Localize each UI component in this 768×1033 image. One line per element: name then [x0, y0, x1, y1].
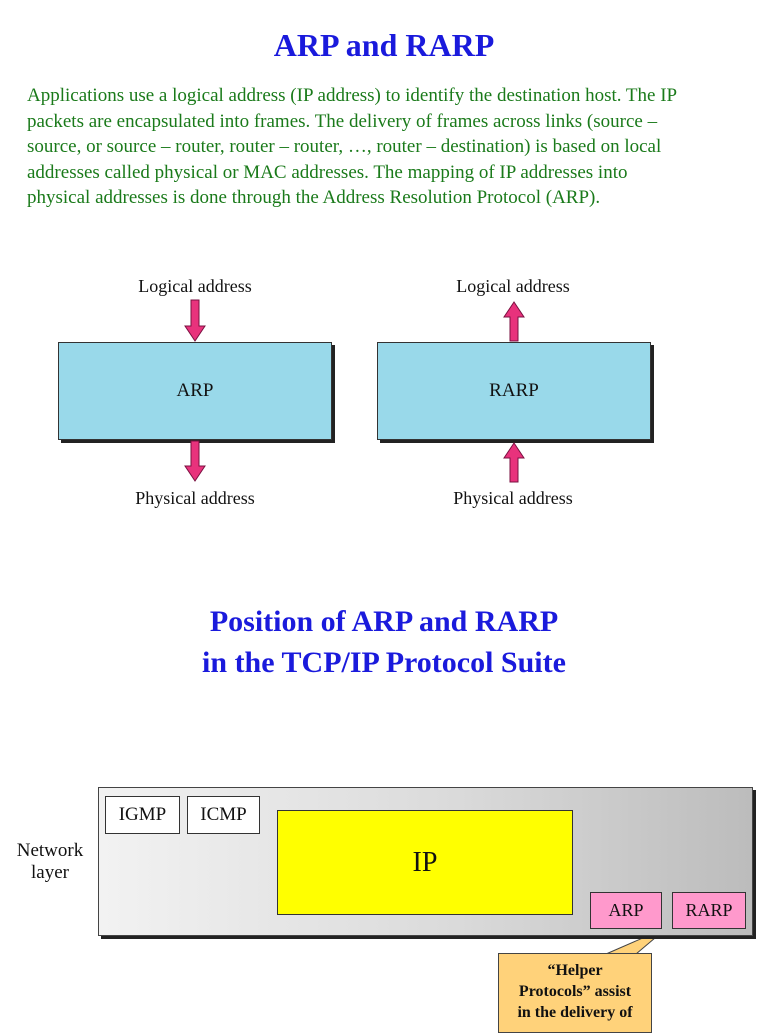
arrow-down-icon [184, 299, 206, 342]
arp-helper-label: ARP [608, 900, 644, 920]
arrow-up-icon [503, 442, 525, 483]
arp-box: ARP [58, 342, 332, 440]
arrow-up-icon [503, 301, 525, 342]
intro-line: addresses called physical or MAC address… [27, 161, 628, 183]
section-subtitle: Position of ARP and RARP in the TCP/IP P… [0, 601, 768, 683]
intro-line: Applications use a logical address (IP a… [27, 85, 678, 106]
igmp-box: IGMP [105, 796, 180, 834]
icmp-box: ICMP [187, 796, 260, 834]
network-layer-label: Network layer [6, 840, 94, 884]
icmp-label: ICMP [200, 804, 247, 825]
rarp-box-label: RARP [489, 380, 539, 401]
subtitle-line: in the TCP/IP Protocol Suite [202, 646, 566, 679]
callout-line: “Helper [547, 962, 603, 979]
igmp-label: IGMP [118, 804, 167, 825]
network-layer-label-line: Network [16, 840, 84, 861]
ip-box: IP [277, 810, 573, 915]
rarp-helper-box: RARP [672, 892, 746, 929]
intro-paragraph: Applications use a logical address (IP a… [27, 83, 763, 211]
intro-line: packets are encapsulated into frames. Th… [27, 110, 658, 132]
ip-label: IP [412, 846, 438, 878]
helper-protocols-callout: “Helper Protocols” assist in the deliver… [498, 953, 652, 1033]
arp-physical-address-label: Physical address [135, 488, 255, 508]
rarp-helper-label: RARP [685, 900, 733, 920]
page-title: ARP and RARP [273, 27, 495, 63]
subtitle-line: Position of ARP and RARP [209, 605, 559, 638]
callout-line: Protocols” assist [518, 983, 632, 1000]
arp-logical-address-label: Logical address [138, 276, 252, 296]
intro-line: source, or source – router, router – rou… [27, 136, 662, 157]
rarp-box: RARP [377, 342, 651, 440]
arp-box-label: ARP [176, 380, 214, 401]
network-layer-label-line: layer [31, 862, 69, 883]
rarp-physical-address-label: Physical address [453, 488, 573, 508]
rarp-logical-address-label: Logical address [456, 276, 570, 296]
intro-line: physical addresses is done through the A… [27, 187, 601, 208]
callout-line: in the delivery of [517, 1004, 633, 1021]
arrow-down-icon [184, 440, 206, 482]
arp-helper-box: ARP [590, 892, 662, 929]
